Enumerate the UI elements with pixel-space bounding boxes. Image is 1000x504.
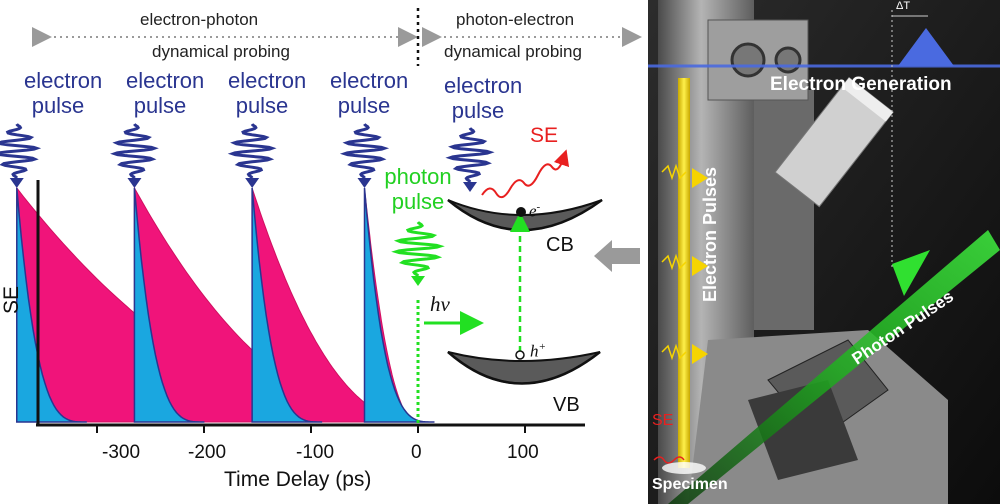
electron-wave-3 bbox=[227, 123, 277, 179]
electron-wave-1-arrowhead bbox=[9, 178, 24, 188]
left-header-line1: electron-photon bbox=[140, 10, 259, 29]
electron-wave-2-arrowhead bbox=[127, 178, 142, 188]
x-ticks bbox=[96, 425, 526, 433]
microscope-panel: ΔT Electron Generation Electron Pulses P… bbox=[648, 0, 1000, 504]
connector-arrow bbox=[594, 240, 640, 272]
decay-curves bbox=[15, 186, 435, 423]
specimen-label: Specimen bbox=[652, 476, 728, 493]
photon-wavepacket bbox=[391, 221, 445, 286]
x-tick-label-4: 0 bbox=[411, 442, 422, 463]
photon-wave-arrowhead bbox=[411, 276, 425, 286]
fast-decay-3 bbox=[251, 187, 323, 423]
x-axis-label: Time Delay (ps) bbox=[224, 468, 372, 491]
x-tick-label-5: 100 bbox=[507, 442, 539, 463]
y-axis-label: SE bbox=[0, 285, 24, 315]
hole-dot bbox=[515, 350, 525, 360]
electron-wave-4-arrowhead bbox=[357, 178, 372, 188]
x-tick-label-1: -300 bbox=[102, 442, 141, 463]
fast-decay-4 bbox=[363, 187, 435, 423]
electron-pulses-label: Electron Pulses bbox=[700, 166, 720, 302]
fast-decay-1 bbox=[15, 187, 87, 423]
diagram-canvas bbox=[0, 8, 642, 433]
right-header-line1: photon-electron bbox=[456, 10, 575, 29]
x-tick-label-2: -200 bbox=[188, 442, 227, 463]
electron-wave-2 bbox=[110, 123, 159, 179]
microscope-illustration bbox=[648, 0, 1000, 504]
hole-symbol: h+ bbox=[530, 341, 546, 361]
electron-wave-1 bbox=[0, 123, 42, 179]
electron-wave-3-arrowhead bbox=[245, 178, 260, 188]
electron-wavepackets bbox=[0, 123, 495, 192]
electron-wave-5 bbox=[445, 127, 495, 183]
electron-dot bbox=[516, 207, 526, 217]
se-label: SE bbox=[530, 124, 559, 147]
electron-wave-5-arrowhead bbox=[463, 182, 477, 192]
delta-t-label: ΔT bbox=[896, 0, 911, 12]
se-emission-arrow bbox=[481, 149, 570, 199]
electron-generation-label: Electron Generation bbox=[770, 74, 952, 95]
photon-wave-line bbox=[391, 221, 445, 277]
hv-label: hv bbox=[430, 292, 450, 316]
cb-label: CB bbox=[546, 234, 574, 256]
vb-label: VB bbox=[553, 394, 580, 416]
electron-symbol: e- bbox=[529, 201, 541, 221]
se-microscope-label: SE bbox=[652, 412, 674, 429]
left-header-line2: dynamical probing bbox=[152, 42, 290, 61]
x-tick-label-3: -100 bbox=[296, 442, 335, 463]
fast-decay-2 bbox=[133, 187, 205, 423]
electron-wave-4 bbox=[339, 123, 390, 179]
right-header-line2: dynamical probing bbox=[444, 42, 582, 61]
